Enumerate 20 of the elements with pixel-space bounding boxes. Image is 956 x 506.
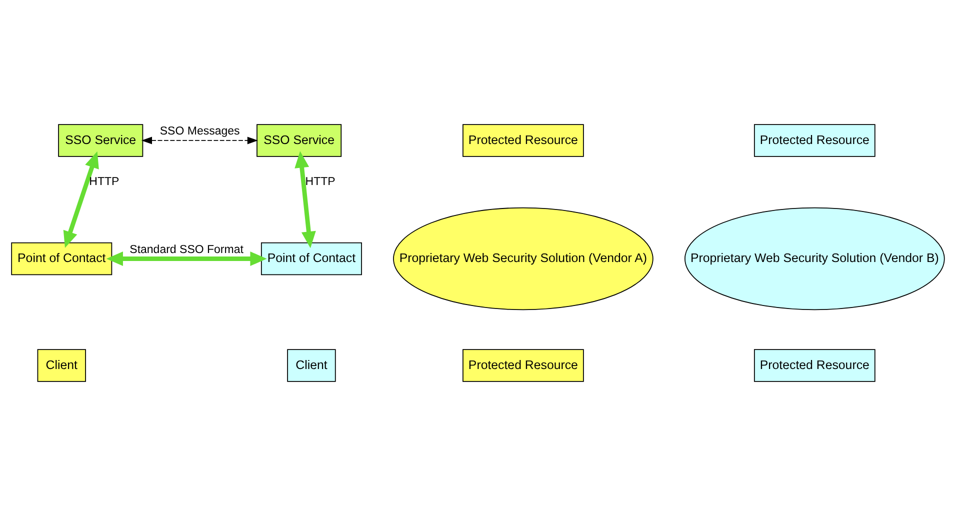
arrow <box>106 252 267 266</box>
arrow <box>141 136 258 144</box>
node-box: SSO Service <box>256 124 342 157</box>
arrow <box>294 151 316 248</box>
node-box: Protected Resource <box>462 349 584 382</box>
node-box: Point of Contact <box>260 242 362 276</box>
node-ellipse: Proprietary Web Security Solution (Vendor B) <box>684 207 945 310</box>
edge-label: SSO Messages <box>160 126 240 138</box>
node-box: Protected Resource <box>754 349 876 382</box>
node-box: Protected Resource <box>754 124 876 157</box>
node-box: Client <box>37 349 86 382</box>
node-box: Protected Resource <box>462 124 584 157</box>
arrow <box>63 151 99 248</box>
edge-label: Standard SSO Format <box>130 244 244 256</box>
edge-label: HTTP <box>89 176 120 188</box>
node-box: Point of Contact <box>11 242 112 276</box>
node-box: Client <box>287 349 336 382</box>
edge-label: HTTP <box>305 176 336 188</box>
node-box: SSO Service <box>58 124 144 157</box>
node-ellipse: Proprietary Web Security Solution (Vendor A) <box>393 207 654 310</box>
